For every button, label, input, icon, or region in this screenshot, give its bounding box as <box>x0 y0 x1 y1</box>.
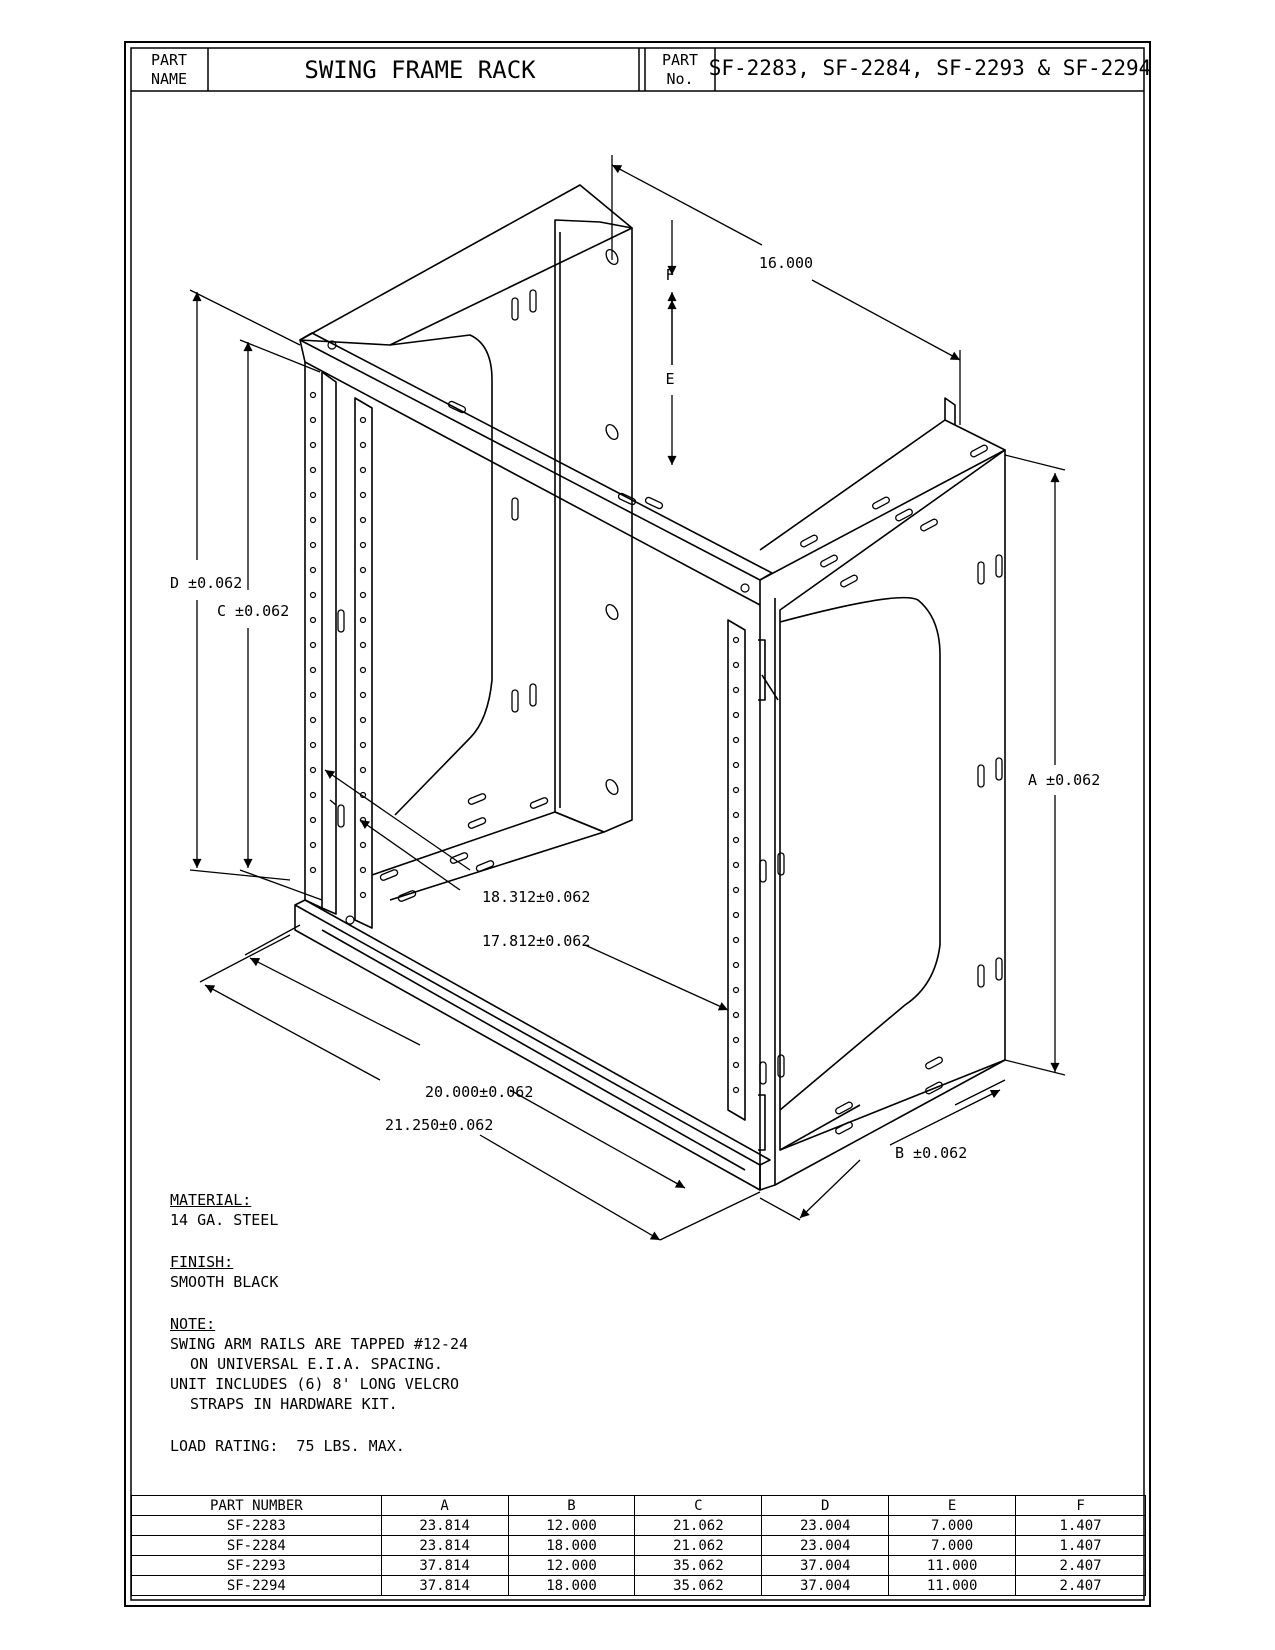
table-cell: SF-2293 <box>131 1555 382 1576</box>
table-cell: 35.062 <box>634 1575 763 1596</box>
table-cell: 37.004 <box>761 1555 890 1576</box>
col-header-a: A <box>380 1495 509 1516</box>
inner-border <box>130 47 1145 1601</box>
dim-rail-inner: 17.812±0.062 <box>482 932 590 950</box>
table-header-row: PART NUMBER A B C D E F <box>131 1495 1146 1516</box>
dim-width-inner: 20.000±0.062 <box>425 1083 533 1101</box>
part-name-label-1: PART <box>151 51 187 69</box>
bottom-shelf <box>371 811 605 901</box>
part-no-value: SF-2283, SF-2284, SF-2293 & SF-2294 <box>709 56 1152 80</box>
spec-table: PART NUMBER A B C D E F SF-2283 23.814 1… <box>131 1495 1146 1596</box>
part-no-label-1: PART <box>662 51 698 69</box>
table-row: SF-2293 37.814 12.000 35.062 37.004 11.0… <box>131 1555 1146 1576</box>
back-plate <box>554 219 633 833</box>
note-line-3: UNIT INCLUDES (6) 8' LONG VELCRO <box>170 1375 459 1393</box>
table-cell: 7.000 <box>888 1515 1017 1536</box>
part-name-value: SWING FRAME RACK <box>304 56 536 84</box>
right-side-panel <box>779 449 1006 1151</box>
table-cell: 1.407 <box>1015 1515 1146 1536</box>
table-cell: SF-2294 <box>131 1575 382 1596</box>
table-cell: 12.000 <box>507 1555 636 1576</box>
note-heading: NOTE: <box>170 1315 216 1333</box>
bottom-hinge <box>758 1094 766 1151</box>
dim-b: B ±0.062 <box>895 1144 967 1162</box>
rail-holes <box>309 340 750 1094</box>
note-line-2: ON UNIVERSAL E.I.A. SPACING. <box>190 1355 443 1373</box>
table-cell: 23.004 <box>761 1535 890 1556</box>
dim-c: C ±0.062 <box>217 602 289 620</box>
dim-depth: 16.000 <box>759 254 813 272</box>
dim-width-outer: 21.250±0.062 <box>385 1116 493 1134</box>
outer-border <box>124 41 1151 1607</box>
table-cell: 23.814 <box>380 1515 509 1536</box>
table-row: SF-2283 23.814 12.000 21.062 23.004 7.00… <box>131 1515 1146 1536</box>
table-cell: 11.000 <box>888 1575 1017 1596</box>
top-hinge <box>758 639 766 701</box>
right-top-panel <box>759 419 1006 581</box>
table-cell: 7.000 <box>888 1535 1017 1556</box>
table-cell: 37.814 <box>380 1555 509 1576</box>
part-name-label-2: NAME <box>151 70 187 88</box>
table-cell: 18.000 <box>507 1575 636 1596</box>
table-cell: 37.814 <box>380 1575 509 1596</box>
table-cell: 35.062 <box>634 1555 763 1576</box>
col-header-b: B <box>507 1495 636 1516</box>
dim-d: D ±0.062 <box>170 574 242 592</box>
load-rating: LOAD RATING: 75 LBS. MAX. <box>170 1437 405 1455</box>
right-rail <box>727 619 746 1121</box>
table-cell: 18.000 <box>507 1535 636 1556</box>
dim-f: F <box>665 266 674 284</box>
table-cell: 23.004 <box>761 1515 890 1536</box>
part-no-label-2: No. <box>666 70 693 88</box>
col-header-e: E <box>888 1495 1017 1516</box>
table-cell: 21.062 <box>634 1535 763 1556</box>
slots <box>337 248 1003 1135</box>
table-cell: SF-2284 <box>131 1535 382 1556</box>
table-row: SF-2284 23.814 18.000 21.062 23.004 7.00… <box>131 1535 1146 1556</box>
table-cell: 12.000 <box>507 1515 636 1536</box>
notes-block: MATERIAL: 14 GA. STEEL FINISH: SMOOTH BL… <box>170 1190 468 1456</box>
table-cell: 2.407 <box>1015 1555 1146 1576</box>
col-header-part: PART NUMBER <box>131 1495 382 1516</box>
finish-value: SMOOTH BLACK <box>170 1273 279 1291</box>
dim-e: E <box>665 370 674 388</box>
table-cell: 37.004 <box>761 1575 890 1596</box>
table-cell: 11.000 <box>888 1555 1017 1576</box>
table-cell: 1.407 <box>1015 1535 1146 1556</box>
table-cell: 2.407 <box>1015 1575 1146 1596</box>
dim-rail-outer: 18.312±0.062 <box>482 888 590 906</box>
note-line-4: STRAPS IN HARDWARE KIT. <box>190 1395 398 1413</box>
rack-drawing <box>294 184 1006 1191</box>
col-header-f: F <box>1015 1495 1146 1516</box>
dimension-lines <box>189 155 1066 1241</box>
top-crossbar <box>299 339 761 606</box>
col-header-c: C <box>634 1495 763 1516</box>
table-cell: 23.814 <box>380 1535 509 1556</box>
title-block <box>131 48 1144 92</box>
table-cell: SF-2283 <box>131 1515 382 1536</box>
left-rail <box>304 362 323 909</box>
material-heading: MATERIAL: <box>170 1191 252 1209</box>
top-panel <box>299 184 633 346</box>
material-value: 14 GA. STEEL <box>170 1211 279 1229</box>
finish-heading: FINISH: <box>170 1253 234 1271</box>
table-row: SF-2294 37.814 18.000 35.062 37.004 11.0… <box>131 1575 1146 1596</box>
col-header-d: D <box>761 1495 890 1516</box>
dim-a: A ±0.062 <box>1028 771 1100 789</box>
table-cell: 21.062 <box>634 1515 763 1536</box>
note-line-1: SWING ARM RAILS ARE TAPPED #12-24 <box>170 1335 469 1353</box>
